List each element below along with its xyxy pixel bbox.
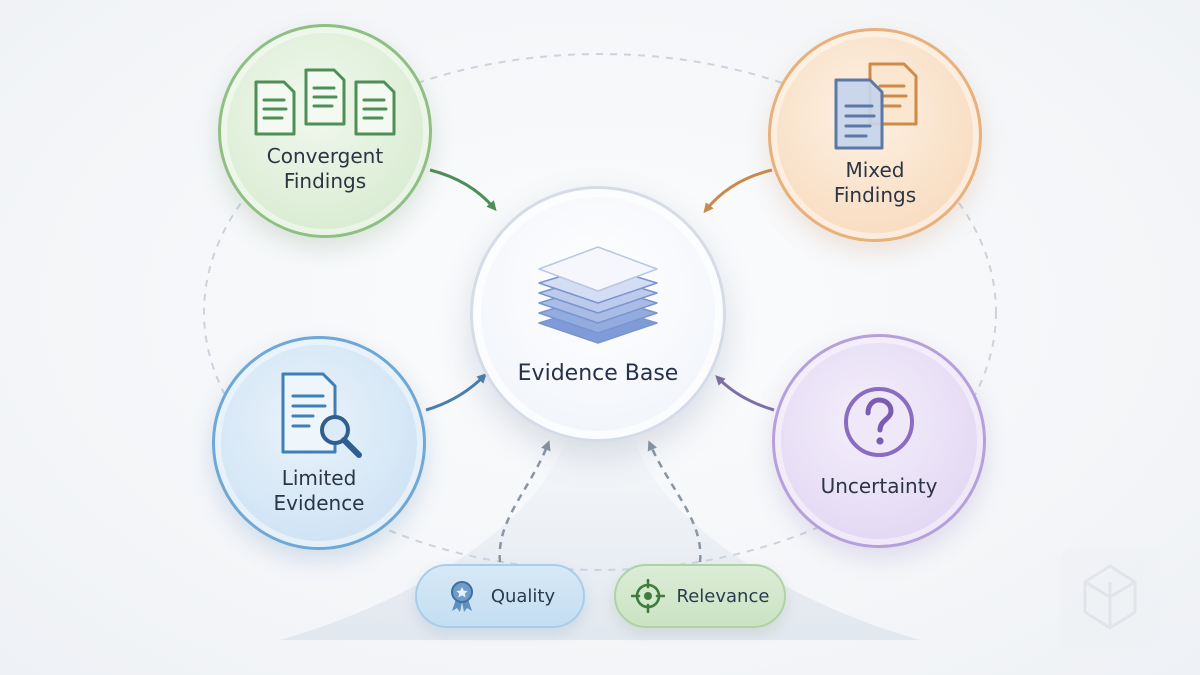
node-evidence-base: Evidence Base [470, 186, 726, 442]
layers-stack-icon [538, 245, 658, 344]
arrow-uncertainty [715, 375, 775, 412]
node-label: Convergent Findings [266, 144, 384, 193]
arrow-limited [425, 373, 487, 412]
factor-label: Quality [490, 585, 556, 607]
factor-label: Relevance [676, 585, 770, 607]
node-label: Limited Evidence [273, 466, 365, 515]
node-label: Mixed Findings [833, 158, 917, 207]
arrow-quality [498, 440, 551, 563]
node-mixed-findings: Mixed Findings [768, 28, 982, 242]
arrow-relevance [647, 440, 702, 563]
watermark-logo [1060, 548, 1160, 648]
document-search-icon [281, 372, 362, 458]
factor-quality: Quality [415, 564, 585, 628]
mixed-documents-icon [834, 62, 918, 150]
award-badge-icon [450, 581, 473, 612]
node-label: Uncertainty [820, 473, 938, 498]
node-limited-evidence: Limited Evidence [212, 336, 426, 550]
orbit-ring [203, 53, 997, 571]
factor-relevance: Relevance [614, 564, 786, 628]
question-icon [844, 386, 914, 457]
node-uncertainty: Uncertainty [772, 334, 986, 548]
node-convergent-findings: Convergent Findings [218, 24, 432, 238]
arrow-mixed [703, 168, 773, 214]
documents-icon [254, 68, 396, 136]
target-icon [630, 579, 665, 613]
arrow-convergent [429, 168, 497, 212]
node-label: Evidence Base [517, 360, 679, 386]
